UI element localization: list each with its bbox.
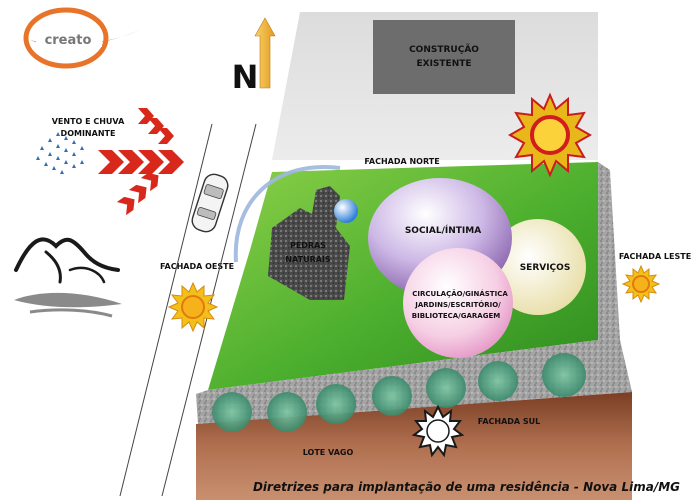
- tree: [267, 392, 307, 432]
- wind-label-2: DOMINANTE: [61, 129, 116, 138]
- sun-west-icon: [167, 281, 219, 333]
- existing-building-label-1: CONSTRUÇÃO: [409, 44, 479, 55]
- facade-east-label: FACHADA LESTE: [619, 252, 691, 261]
- blue-sphere: [334, 199, 358, 223]
- zone-services: SERVIÇOS: [490, 219, 586, 315]
- services-label: SERVIÇOS: [520, 263, 571, 273]
- natural-stones: PEDRAS NATURAIS: [268, 186, 350, 300]
- east-paving: [598, 162, 620, 340]
- north-arrow: N: [232, 17, 276, 96]
- stones-label-2: NATURAIS: [285, 255, 331, 264]
- tree: [212, 392, 252, 432]
- existing-building-label-2: EXISTENTE: [416, 59, 471, 69]
- stones-label-1: PEDRAS: [290, 241, 326, 250]
- sun-south-icon: [411, 404, 465, 458]
- existing-building: CONSTRUÇÃO EXISTENTE: [373, 20, 515, 94]
- social-label: SOCIAL/ÍNTIMA: [405, 224, 481, 236]
- rain-icon: [36, 132, 84, 174]
- zone-circulation: CIRCULAÇÃO/GINÁSTICA JARDINS/ESCRITÓRIO/…: [403, 248, 513, 358]
- logo-text: creato: [45, 33, 92, 48]
- north-label: N: [232, 58, 259, 96]
- tree: [542, 353, 586, 397]
- tree: [372, 376, 412, 416]
- facade-west-label: FACHADA OESTE: [160, 262, 234, 271]
- vacant-lot-label: LOTE VAGO: [303, 448, 354, 457]
- circulation-label-1: CIRCULAÇÃO/GINÁSTICA: [412, 289, 508, 298]
- tree: [316, 384, 356, 424]
- sun-icon: [507, 92, 593, 178]
- north-arc: [233, 165, 341, 263]
- street-line: [119, 123, 213, 497]
- creato-logo: creato: [23, 7, 140, 69]
- wind-arrows-icon: [98, 108, 184, 216]
- trees-row: [212, 353, 586, 432]
- sun-east-icon: [621, 264, 661, 304]
- south-paving: [196, 340, 632, 424]
- circulation-label-3: BIBLIOTECA/GARAGEM: [412, 312, 500, 320]
- tree: [478, 361, 518, 401]
- facade-north-label: FACHADA NORTE: [364, 157, 439, 166]
- mountain-landscape-icon: [14, 237, 122, 318]
- tree: [426, 368, 466, 408]
- caption: Diretrizes para implantação de uma resid…: [253, 480, 680, 494]
- circulation-label-2: JARDINS/ESCRITÓRIO/: [414, 300, 501, 309]
- facade-south-label: FACHADA SUL: [478, 417, 540, 426]
- wind-label-1: VENTO E CHUVA: [52, 117, 125, 126]
- car-icon: [191, 173, 229, 233]
